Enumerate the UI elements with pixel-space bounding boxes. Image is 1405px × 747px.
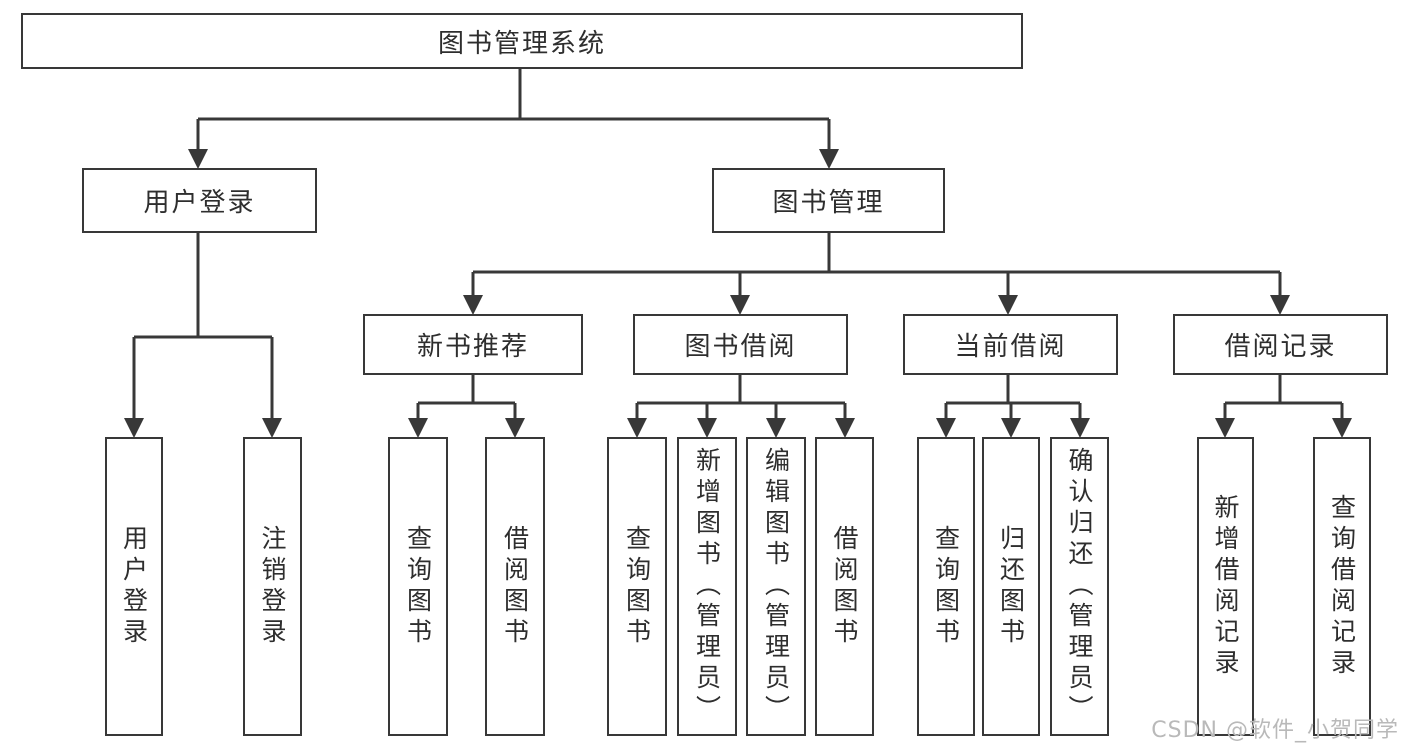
node-book-management-label: 图书管理 xyxy=(772,188,885,218)
leaf-user-login: 用户登录 xyxy=(105,437,163,736)
leaf-borrow-add-books-admin: 新增图书（管理员） xyxy=(677,437,737,736)
arrowhead-icon xyxy=(1215,418,1235,438)
node-new-book-recommendation-label: 新书推荐 xyxy=(416,332,529,362)
arrowhead-icon xyxy=(408,418,428,438)
leaf-current-query-books: 查询图书 xyxy=(917,437,975,736)
node-user-login-label: 用户登录 xyxy=(143,188,256,218)
leaf-borrow-add-books-admin-label: 新增图书（管理员） xyxy=(692,447,722,726)
arrowhead-icon xyxy=(627,418,647,438)
arrowhead-icon xyxy=(1001,418,1021,438)
arrowhead-icon xyxy=(463,295,483,315)
arrowhead-icon xyxy=(505,418,525,438)
leaf-logout-login: 注销登录 xyxy=(243,437,302,736)
arrowhead-icon xyxy=(835,418,855,438)
arrowhead-icon xyxy=(730,295,750,315)
arrowhead-icon xyxy=(1270,295,1290,315)
arrowhead-icon xyxy=(697,418,717,438)
leaf-current-confirm-return-admin: 确认归还（管理员） xyxy=(1050,437,1109,736)
arrowhead-icon xyxy=(998,295,1018,315)
node-borrowing-records-label: 借阅记录 xyxy=(1224,332,1337,362)
node-borrowing-records: 借阅记录 xyxy=(1173,314,1388,375)
leaf-recommend-borrow-books-label: 借阅图书 xyxy=(500,524,530,649)
leaf-user-login-label: 用户登录 xyxy=(119,524,149,649)
leaf-borrow-query-books-label: 查询图书 xyxy=(622,524,652,649)
node-book-management: 图书管理 xyxy=(712,168,945,233)
leaf-borrow-borrow-books: 借阅图书 xyxy=(815,437,874,736)
leaf-current-query-books-label: 查询图书 xyxy=(931,524,961,649)
arrowhead-icon xyxy=(1070,418,1090,438)
leaf-recommend-query-books-label: 查询图书 xyxy=(403,524,433,649)
leaf-borrow-query-books: 查询图书 xyxy=(607,437,667,736)
leaf-current-return-books: 归还图书 xyxy=(982,437,1040,736)
leaf-records-query-borrow-record: 查询借阅记录 xyxy=(1313,437,1371,736)
arrowhead-icon xyxy=(124,418,144,438)
leaf-records-add-borrow-record: 新增借阅记录 xyxy=(1197,437,1254,736)
node-root: 图书管理系统 xyxy=(21,13,1023,69)
leaf-recommend-query-books: 查询图书 xyxy=(388,437,448,736)
leaf-current-return-books-label: 归还图书 xyxy=(996,524,1026,649)
node-book-borrowing: 图书借阅 xyxy=(633,314,848,375)
node-user-login: 用户登录 xyxy=(82,168,317,233)
arrowhead-icon xyxy=(936,418,956,438)
leaf-records-query-borrow-record-label: 查询借阅记录 xyxy=(1327,493,1357,680)
leaf-borrow-borrow-books-label: 借阅图书 xyxy=(830,524,859,649)
node-root-label: 图书管理系统 xyxy=(437,28,606,59)
node-new-book-recommendation: 新书推荐 xyxy=(363,314,583,375)
leaf-records-add-borrow-record-label: 新增借阅记录 xyxy=(1211,493,1240,680)
arrowhead-icon xyxy=(188,149,208,169)
arrowhead-icon xyxy=(766,418,786,438)
leaf-borrow-edit-books-admin: 编辑图书（管理员） xyxy=(746,437,806,736)
node-book-borrowing-label: 图书借阅 xyxy=(684,332,797,362)
leaf-borrow-edit-books-admin-label: 编辑图书（管理员） xyxy=(761,447,791,726)
node-current-borrowing: 当前借阅 xyxy=(903,314,1118,375)
leaf-current-confirm-return-admin-label: 确认归还（管理员） xyxy=(1065,447,1094,726)
arrowhead-icon xyxy=(819,149,839,169)
leaf-logout-login-label: 注销登录 xyxy=(258,524,287,649)
arrowhead-icon xyxy=(262,418,282,438)
node-current-borrowing-label: 当前借阅 xyxy=(954,332,1067,362)
watermark: CSDN @软件_小贺同学 xyxy=(1151,718,1399,743)
tree-edges xyxy=(132,69,1344,420)
arrowhead-icon xyxy=(1332,418,1352,438)
leaf-recommend-borrow-books: 借阅图书 xyxy=(485,437,545,736)
